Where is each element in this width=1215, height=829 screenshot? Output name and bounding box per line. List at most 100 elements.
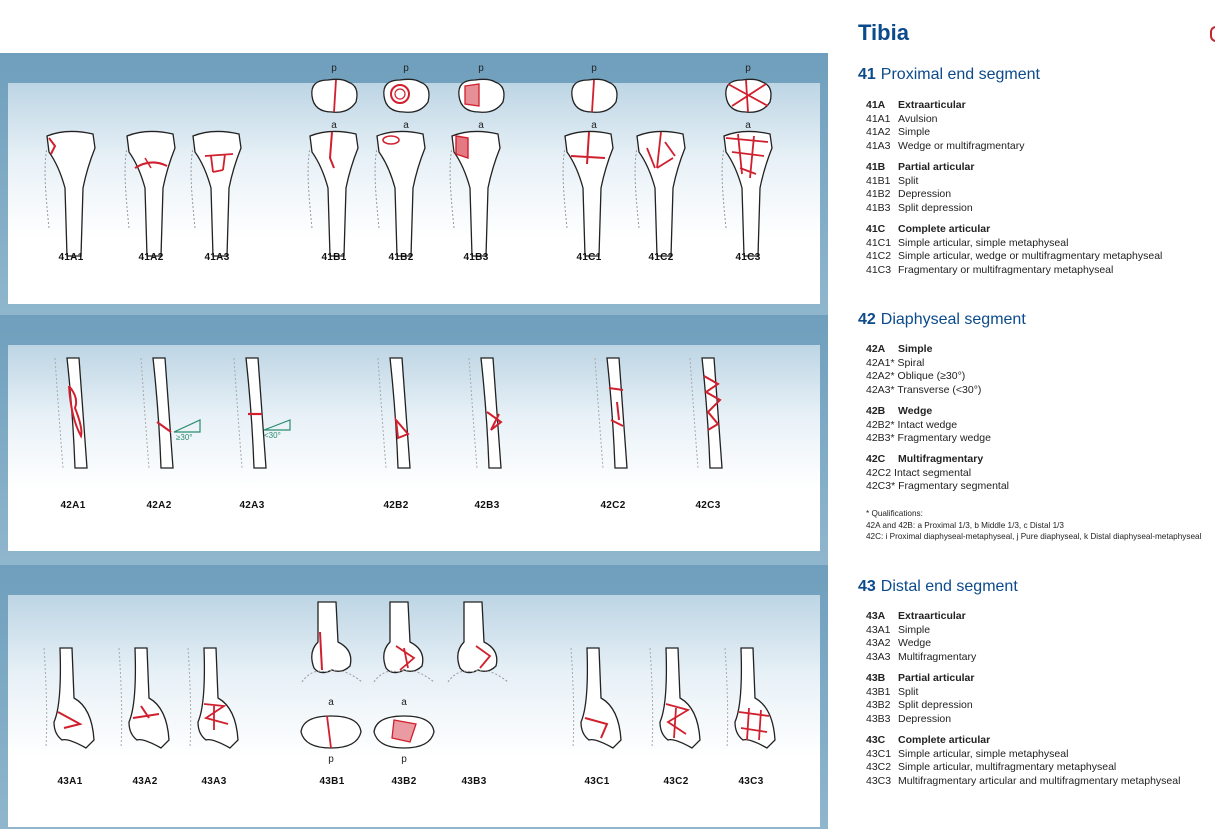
fracture-figure-43c3 <box>721 647 781 754</box>
fracture-figure-41a3 <box>187 128 247 260</box>
view-label-a-41c3: a <box>745 120 751 131</box>
ankle-view-43b1 <box>301 601 364 688</box>
page-corner-mark <box>1210 26 1215 42</box>
angle-icon-lt30 <box>262 416 292 432</box>
figure-label-43a1: 43A1 <box>57 776 83 787</box>
fracture-figure-41a2 <box>121 128 181 260</box>
figure-label-41c3: 41C3 <box>735 252 761 263</box>
fracture-figure-42a1 <box>53 357 93 470</box>
figure-label-42b2: 42B2 <box>383 500 409 511</box>
fracture-figure-42a3 <box>232 357 272 470</box>
view-label-p-41b1: p <box>331 63 337 74</box>
figure-label-42c2: 42C2 <box>600 500 626 511</box>
item-42A2: 42A2* Oblique (≥30°) <box>866 370 966 383</box>
view-label-a-41b2: a <box>403 120 409 131</box>
figure-label-43c3: 43C3 <box>738 776 764 787</box>
angle-label-ge30: ≥30° <box>176 433 193 442</box>
figure-label-42a2: 42A2 <box>146 500 172 511</box>
fracture-figure-42c3 <box>688 357 728 470</box>
figure-label-41b3: 41B3 <box>463 252 489 263</box>
ankle-view-43b2 <box>373 601 436 688</box>
page-title: Tibia <box>858 20 909 45</box>
plateau-view-41b2 <box>380 76 432 116</box>
figure-label-43b2: 43B2 <box>391 776 417 787</box>
view-label-a-43b2: a <box>401 697 407 708</box>
plateau-view-41b1 <box>308 76 360 116</box>
view-label-p-43b2: p <box>401 754 407 765</box>
fracture-figure-43a2 <box>115 647 175 754</box>
fracture-figure-42c2 <box>593 357 633 470</box>
ankle-view-43b3 <box>447 601 510 688</box>
figure-label-42c3: 42C3 <box>695 500 721 511</box>
item-42C2: 42C2 Intact segmental <box>866 466 972 479</box>
figure-label-41c1: 41C1 <box>576 252 602 263</box>
fracture-figure-43a3 <box>184 647 244 754</box>
view-label-p-41c1: p <box>591 63 597 74</box>
figure-label-42a1: 42A1 <box>60 500 86 511</box>
figure-label-43b3: 43B3 <box>461 776 487 787</box>
plateau-view-41c1 <box>568 76 620 116</box>
qualifications-note: * Qualifications: 42A and 42B: a Proxima… <box>866 509 1202 541</box>
figure-label-43a2: 43A2 <box>132 776 158 787</box>
fracture-figure-41b2 <box>371 128 431 260</box>
item-42B2: 42B2* Intact wedge <box>866 418 958 431</box>
view-label-a-41b1: a <box>331 120 337 131</box>
fracture-figure-42a2 <box>139 357 179 470</box>
view-label-p-41c3: p <box>745 63 751 74</box>
figure-label-43a3: 43A3 <box>201 776 227 787</box>
fracture-figure-43c1 <box>567 647 627 754</box>
band-42 <box>0 315 828 565</box>
figure-label-41c2: 41C2 <box>648 252 674 263</box>
item-42A3: 42A3* Transverse (<30°) <box>866 384 982 397</box>
figure-label-41b2: 41B2 <box>388 252 414 263</box>
figure-label-41a2: 41A2 <box>138 252 164 263</box>
figure-label-43b1: 43B1 <box>319 776 345 787</box>
plafond-view-43b2 <box>370 712 438 752</box>
figure-label-42a3: 42A3 <box>239 500 265 511</box>
view-label-a-43b1: a <box>328 697 334 708</box>
figure-label-41b1: 41B1 <box>321 252 347 263</box>
view-label-p-43b1: p <box>328 754 334 765</box>
fracture-figure-41a1 <box>41 128 101 260</box>
view-label-p-41b2: p <box>403 63 409 74</box>
angle-label-lt30: <30° <box>264 431 281 440</box>
fracture-figure-41c3 <box>718 128 778 260</box>
item-42B3: 42B3* Fragmentary wedge <box>866 432 991 445</box>
fracture-figure-41b1 <box>304 128 364 260</box>
fracture-figure-42b3 <box>467 357 507 470</box>
view-label-a-41b3: a <box>478 120 484 131</box>
figure-label-41a3: 41A3 <box>204 252 230 263</box>
view-label-p-41b3: p <box>478 63 484 74</box>
figure-label-42b3: 42B3 <box>474 500 500 511</box>
figure-label-43c2: 43C2 <box>663 776 689 787</box>
fracture-figure-41c2 <box>631 128 691 260</box>
angle-icon-ge30 <box>172 418 202 434</box>
plateau-view-41b3 <box>455 76 507 116</box>
